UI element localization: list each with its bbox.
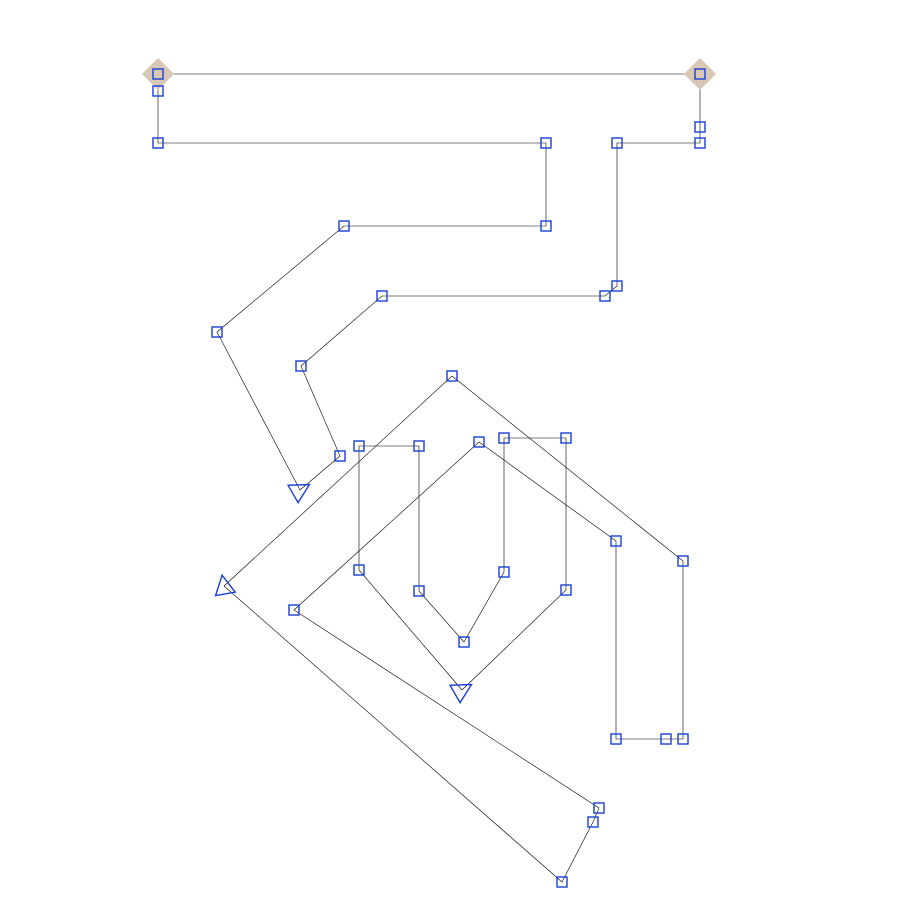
node-square[interactable] (593, 802, 605, 814)
node-square[interactable] (599, 290, 611, 302)
node-square[interactable] (334, 450, 346, 462)
node-square[interactable] (458, 636, 470, 648)
node-square[interactable] (338, 220, 350, 232)
node-square[interactable] (677, 555, 689, 567)
node-square[interactable] (152, 68, 164, 80)
node-square[interactable] (677, 733, 689, 745)
node-square[interactable] (611, 137, 623, 149)
node-square[interactable] (211, 326, 223, 338)
edge-left-spiral (157, 74, 547, 491)
node-square[interactable] (152, 137, 164, 149)
edge-big-outer (223, 375, 684, 883)
node-square[interactable] (413, 440, 425, 452)
node-square[interactable] (556, 876, 568, 888)
node-square[interactable] (353, 440, 365, 452)
node-square[interactable] (610, 535, 622, 547)
node-square[interactable] (560, 584, 572, 596)
endpoint-diamond-0[interactable] (142, 58, 174, 90)
endpoint-diamond-1[interactable] (684, 58, 716, 90)
node-square[interactable] (376, 290, 388, 302)
node-square[interactable] (694, 121, 706, 133)
edge-right-spiral (299, 74, 701, 491)
node-square[interactable] (498, 432, 510, 444)
node-square[interactable] (611, 280, 623, 292)
node-square[interactable] (152, 85, 164, 97)
node-triangle[interactable] (286, 476, 314, 505)
node-square[interactable] (288, 604, 300, 616)
edges-layer (157, 73, 701, 883)
node-square[interactable] (694, 137, 706, 149)
endpoint-layer (142, 58, 716, 90)
node-square[interactable] (473, 436, 485, 448)
node-square[interactable] (694, 68, 706, 80)
node-square[interactable] (295, 360, 307, 372)
node-square[interactable] (353, 564, 365, 576)
node-triangle-shape (448, 683, 473, 705)
node-square[interactable] (446, 370, 458, 382)
nodes-layer (152, 68, 706, 888)
node-square[interactable] (610, 733, 622, 745)
node-triangle-shape (286, 483, 311, 505)
node-square[interactable] (413, 585, 425, 597)
node-square[interactable] (498, 566, 510, 578)
node-square[interactable] (560, 432, 572, 444)
node-square[interactable] (540, 137, 552, 149)
node-triangle-shape (214, 573, 237, 597)
edge-inner-left (358, 437, 567, 691)
node-square[interactable] (660, 733, 672, 745)
node-triangle[interactable] (448, 676, 476, 705)
node-triangle[interactable] (212, 573, 237, 597)
node-square[interactable] (587, 816, 599, 828)
node-square[interactable] (540, 220, 552, 232)
